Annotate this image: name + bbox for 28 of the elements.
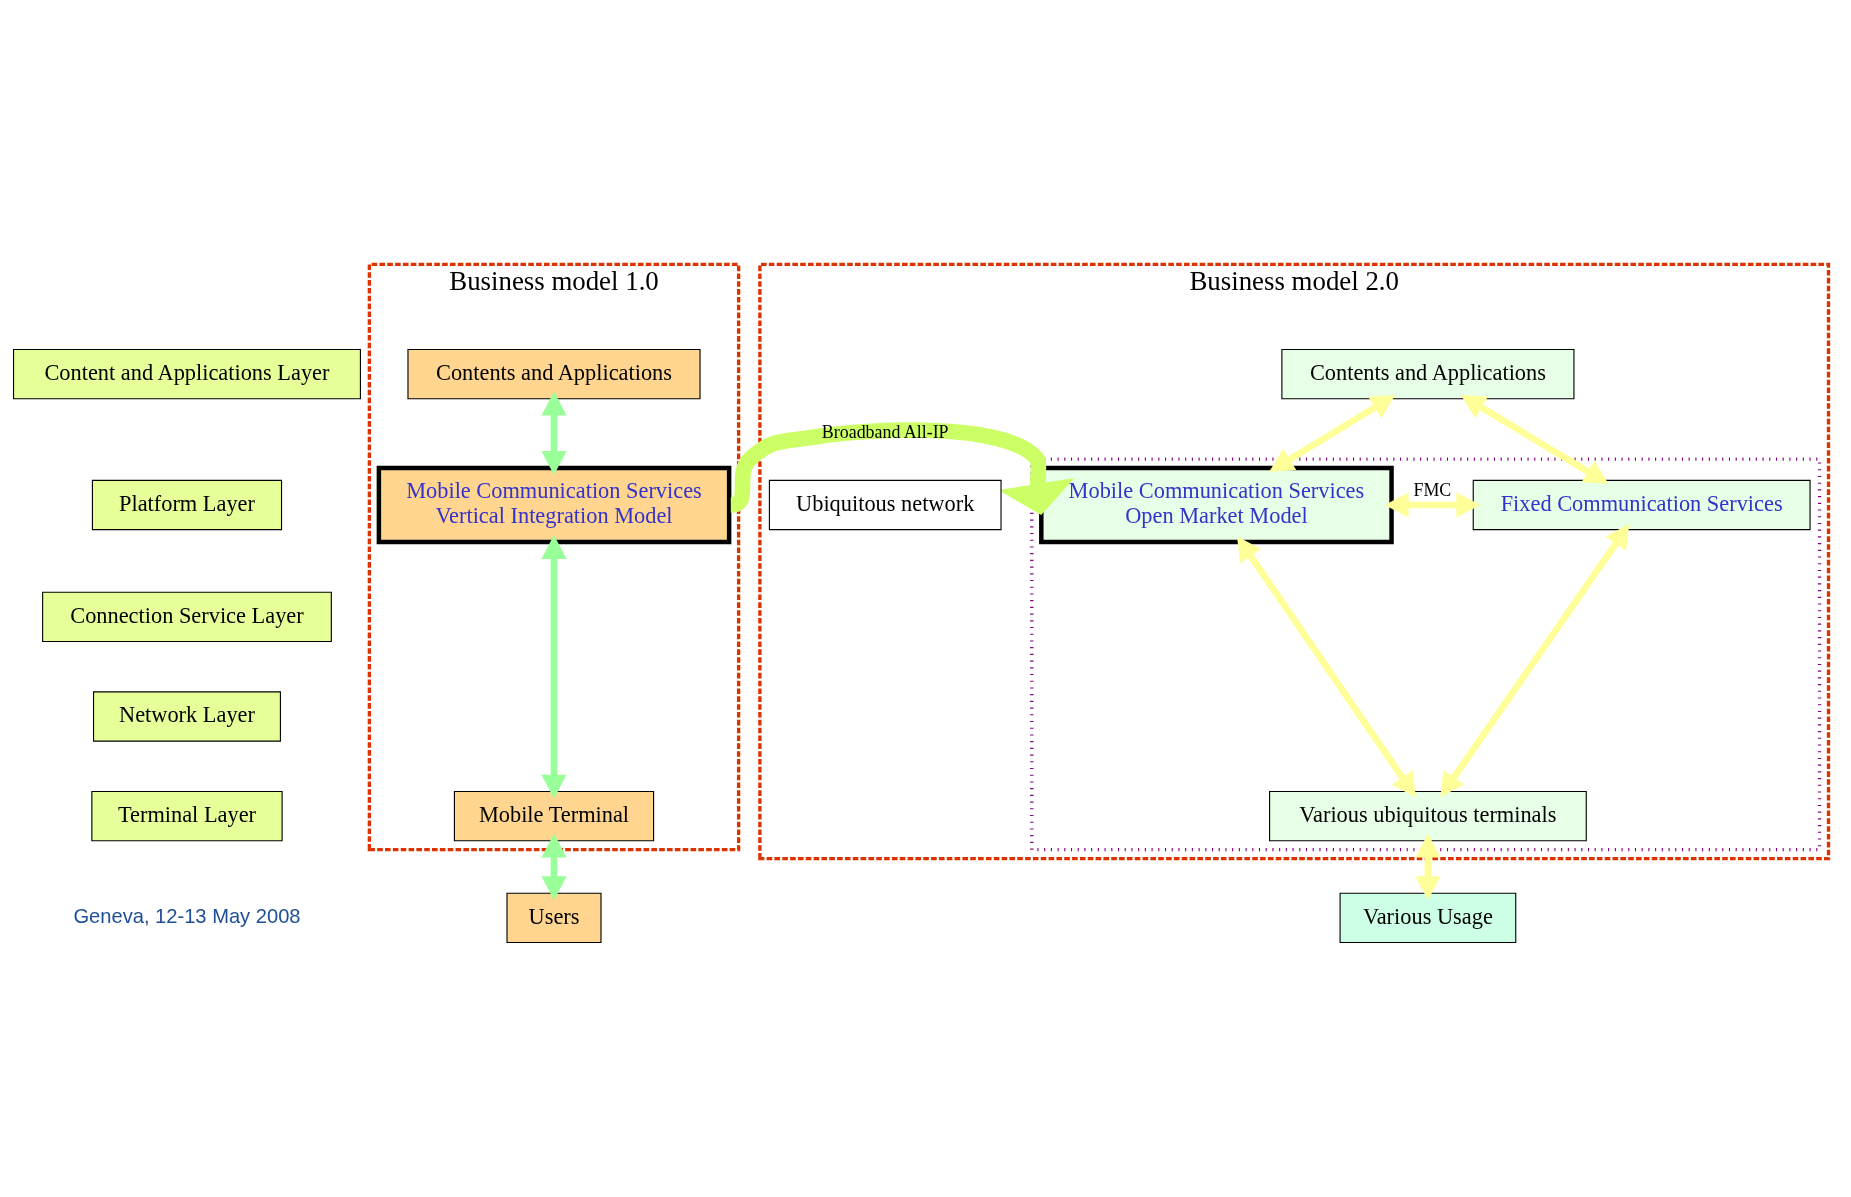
arrow — [541, 391, 567, 475]
node-box: Mobile Communication Services Vertical Integration Model — [376, 465, 732, 544]
node-box: Ubiquitous network — [768, 479, 1002, 530]
node-box: Various Usage — [1339, 892, 1517, 943]
node-box: Mobile Terminal — [453, 790, 655, 841]
arrow — [541, 534, 567, 799]
arrow — [541, 833, 567, 900]
arrow — [1269, 394, 1396, 472]
arrow — [1440, 523, 1630, 797]
node-box: Network Layer — [93, 690, 281, 742]
node-box: Users — [506, 892, 602, 943]
node-box: Connection Service Layer — [42, 591, 332, 642]
edge-label: Broadband All-IP — [821, 421, 949, 442]
node-box: Contents and Applications — [1281, 348, 1575, 399]
edge-label: FMC — [1413, 479, 1452, 500]
node-box: Fixed Communication Services — [1472, 479, 1811, 530]
node-box: Various ubiquitous terminals — [1269, 790, 1587, 841]
arrow — [1237, 535, 1416, 797]
node-box: Contents and Applications — [407, 348, 701, 399]
arrow — [1384, 491, 1481, 518]
arrow — [1415, 833, 1441, 900]
label: Geneva, 12-13 May 2008 — [73, 904, 301, 927]
node-box: Platform Layer — [91, 479, 283, 530]
node-box: Terminal Layer — [91, 790, 283, 841]
cluster — [1030, 456, 1822, 851]
node-box: Mobile Communication Services Open Market Model — [1039, 465, 1394, 544]
arrow — [1460, 394, 1609, 484]
node-box: Content and Applications Layer — [12, 348, 361, 399]
